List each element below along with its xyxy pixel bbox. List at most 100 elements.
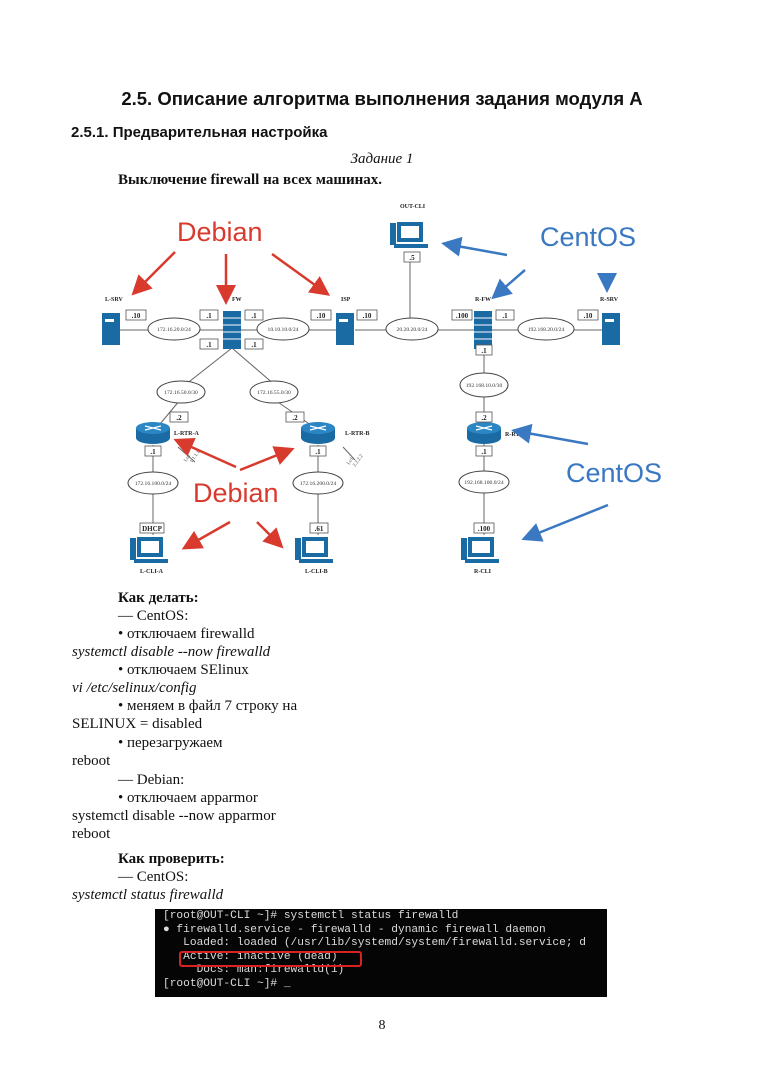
- network-clouds: [127, 317, 575, 495]
- command-text: systemctl status firewalld: [72, 887, 224, 903]
- os-section-label: — CentOS:: [118, 869, 189, 885]
- network-label: 172.16.100.0/24: [135, 481, 172, 487]
- subsection-heading: 2.5.1. Предварительная настройка: [71, 124, 328, 141]
- cloud-icon: [156, 380, 206, 404]
- router-icon: [301, 422, 335, 444]
- cloud-icon: [127, 471, 179, 495]
- network-label: 172.16.50.0/30: [164, 390, 198, 396]
- cloud-icon: [147, 317, 201, 341]
- arrow-icon: [173, 438, 237, 469]
- arrow-icon: [441, 236, 508, 257]
- node-label: L-CLI-A: [140, 569, 164, 575]
- task-title: Выключение firewall на всех машинах.: [118, 172, 383, 188]
- workstation-icon: [130, 537, 168, 563]
- step-text: • отключаем firewalld: [118, 626, 255, 642]
- network-label: 172.16.200.0/24: [300, 481, 337, 487]
- network-label: 172.16.20.0/24: [157, 327, 191, 333]
- address-label: .10: [363, 312, 372, 320]
- arrow-icon: [131, 251, 176, 296]
- address-label: .2: [292, 414, 298, 422]
- address-label: .1: [206, 341, 212, 349]
- router-icon: [467, 422, 501, 444]
- command-text: SELINUX = disabled: [72, 716, 203, 732]
- address-label: .100: [456, 312, 469, 320]
- firewall-icon: [223, 311, 241, 349]
- command-text: systemctl disable --now apparmor: [72, 808, 276, 824]
- node-label: R-SRV: [600, 297, 619, 303]
- command-text: reboot: [72, 753, 111, 769]
- cloud-icon: [517, 317, 575, 341]
- os-label-centos: CentOS: [566, 458, 662, 488]
- node-label: OUT-CLI: [400, 204, 426, 210]
- server-icon: [102, 313, 120, 345]
- router-icon: [136, 422, 170, 444]
- network-label: 192.168.10.0/30: [466, 383, 503, 389]
- node-label: FW: [232, 297, 242, 303]
- section-heading: 2.5. Описание алгоритма выполнения задан…: [121, 88, 643, 109]
- os-section-label: — Debian:: [118, 772, 185, 788]
- cloud-icon: [256, 317, 310, 341]
- arrow-icon: [239, 446, 295, 472]
- step-text: • отключаем SElinux: [118, 662, 249, 678]
- address-label: .2: [176, 414, 182, 422]
- node-label: R-FW: [475, 297, 491, 303]
- network-label: 10.10.10.0/24: [268, 327, 299, 333]
- node-label: R-CLI: [474, 569, 492, 575]
- address-label: .2: [481, 414, 487, 422]
- network-label: 172.16.55.0/30: [257, 390, 291, 396]
- firewall-icon: [474, 311, 492, 349]
- node-label: L-RTR-B: [345, 431, 369, 437]
- network-label: 192.168.100.0/24: [464, 480, 504, 486]
- address-label: .1: [150, 448, 156, 456]
- os-section-label: — CentOS:: [118, 608, 189, 624]
- workstation-icon: [390, 222, 428, 248]
- terminal-line: Loaded: loaded (/usr/lib/systemd/system/…: [163, 937, 586, 950]
- page-number: 8: [378, 1018, 386, 1033]
- address-label: .1: [251, 312, 257, 320]
- address-label: .1: [251, 341, 257, 349]
- how-check-title: Как проверить:: [118, 851, 225, 867]
- command-text: vi /etc/selinux/config: [72, 680, 197, 696]
- address-label: .100: [478, 525, 491, 533]
- address-label: .1: [315, 448, 321, 456]
- cloud-icon: [385, 317, 439, 341]
- loopback-name: Lo1: [184, 453, 193, 463]
- arrow-icon: [256, 521, 284, 549]
- node-label: L-SRV: [105, 297, 123, 303]
- address-label: .1: [206, 312, 212, 320]
- network-label: 20.20.20.0/24: [397, 327, 428, 333]
- arrow-icon: [181, 520, 231, 550]
- how-to-title: Как делать:: [118, 590, 199, 606]
- os-label-debian: Debian: [193, 478, 279, 508]
- command-text: systemctl disable --now firewalld: [72, 644, 271, 660]
- node-label: L-RTR-A: [174, 431, 199, 437]
- address-label: .10: [132, 312, 141, 320]
- step-text: • перезагружаем: [118, 735, 223, 751]
- cloud-icon: [459, 372, 509, 398]
- loopback-ip: 2.2.2.2: [353, 454, 365, 469]
- address-label: DHCP: [142, 525, 163, 533]
- terminal-line: Docs: man:firewalld(1): [163, 964, 345, 977]
- address-label: .1: [481, 448, 487, 456]
- debian-arrows: [131, 251, 331, 550]
- arrow-icon: [491, 269, 526, 300]
- terminal-line: [root@OUT-CLI ~]# systemctl status firew…: [163, 910, 459, 922]
- highlight-box: [179, 951, 362, 967]
- network-diagram: 172.16.20.0/24 10.10.10.0/24 20.20.20.0/…: [102, 204, 662, 575]
- address-label: .10: [317, 312, 326, 320]
- network-label: 192.168.20.0/24: [528, 327, 565, 333]
- address-label: .1: [481, 347, 487, 355]
- address-label: .10: [584, 312, 593, 320]
- cloud-icon: [292, 471, 344, 495]
- workstation-icon: [461, 537, 499, 563]
- terminal-line: [root@OUT-CLI ~]# _: [163, 977, 291, 990]
- cloud-icon: [249, 380, 299, 404]
- arrow-icon: [271, 252, 331, 296]
- workstation-icon: [295, 537, 333, 563]
- step-text: • отключаем apparmor: [118, 790, 258, 806]
- loopback-name: Lo1: [347, 456, 356, 466]
- terminal-screenshot: [root@OUT-CLI ~]# systemctl status firew…: [155, 909, 607, 997]
- centos-arrows: [441, 236, 617, 542]
- terminal-line: ● firewalld.service - firewalld - dynami…: [163, 923, 546, 936]
- step-text: • меняем в файл 7 строку на: [118, 698, 298, 714]
